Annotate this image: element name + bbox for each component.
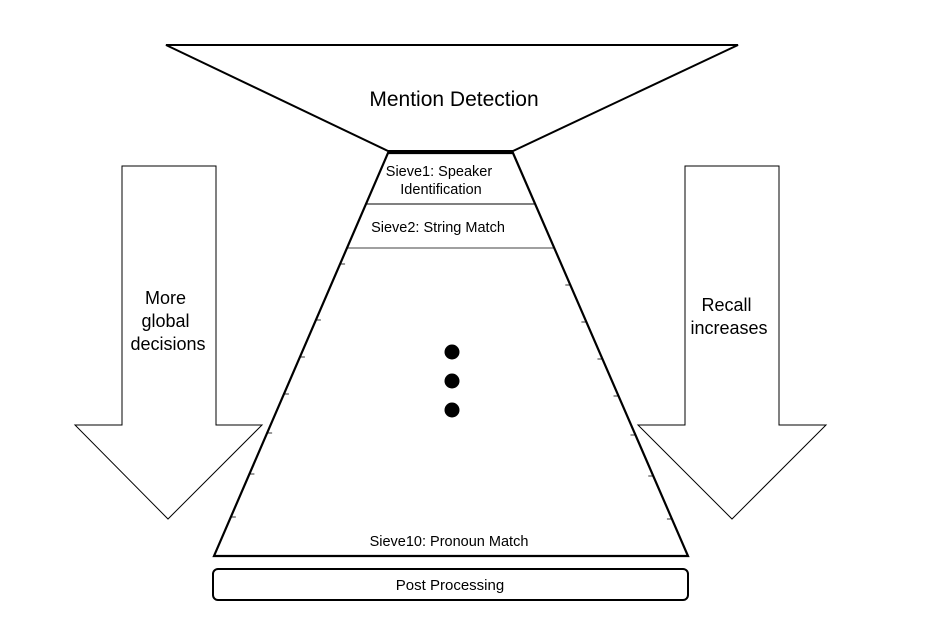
sieve10-label: Sieve10: Pronoun Match — [370, 534, 529, 550]
sieve2-label: Sieve2: String Match — [371, 220, 505, 236]
mention-detection-label: Mention Detection — [369, 88, 538, 111]
post-processing-box — [212, 568, 689, 601]
sieve1-label-line-2: Identification — [400, 182, 481, 198]
ellipsis-dot — [444, 373, 460, 389]
ellipsis-dot — [444, 344, 460, 360]
right-arrow-label-line-1: Recall — [701, 295, 751, 315]
sieve1-label: Sieve1: Speaker Identification — [386, 164, 496, 198]
left-arrow-label: More global decisions — [130, 288, 205, 354]
right-arrow-label-line-2: increases — [690, 318, 767, 338]
right-down-arrow — [636, 165, 828, 520]
left-arrow-label-line-1: More — [145, 288, 186, 308]
ellipsis-dots — [444, 344, 460, 418]
left-arrow-label-line-3: decisions — [130, 334, 205, 354]
left-arrow-label-line-2: global — [141, 311, 189, 331]
left-down-arrow — [73, 165, 264, 520]
right-arrow-label: Recall increases — [690, 295, 767, 338]
pyramid-edge-ticks — [230, 263, 672, 520]
sieve1-label-line-1: Sieve1: Speaker — [386, 164, 493, 180]
mention-detection-funnel — [165, 44, 739, 152]
post-processing-label: Post Processing — [396, 577, 504, 594]
ellipsis-dot — [444, 402, 460, 418]
